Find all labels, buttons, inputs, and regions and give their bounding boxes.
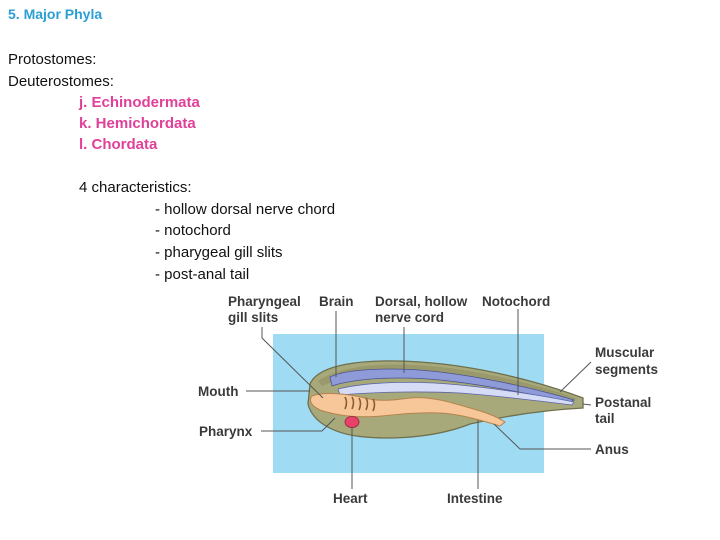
label-brain: Brain xyxy=(319,294,354,309)
heart-organ xyxy=(345,417,359,428)
label-intestine: Intestine xyxy=(447,491,503,506)
label-muscular-segments-line2: segments xyxy=(595,362,658,377)
label-postanal-tail: Postanal xyxy=(595,395,651,410)
label-pharyngeal-gill-slits: Pharyngeal xyxy=(228,294,301,309)
label-pharynx: Pharynx xyxy=(199,424,253,439)
label-mouth: Mouth xyxy=(198,384,238,399)
label-dorsal-nerve-cord: Dorsal, hollow xyxy=(375,294,468,309)
label-notochord: Notochord xyxy=(482,294,550,309)
label-heart: Heart xyxy=(333,491,368,506)
label-pharyngeal-gill-slits-line2: gill slits xyxy=(228,310,278,325)
label-postanal-tail-line2: tail xyxy=(595,411,615,426)
label-muscular-segments: Muscular xyxy=(595,345,655,360)
label-anus: Anus xyxy=(595,442,629,457)
label-dorsal-nerve-cord-line2: nerve cord xyxy=(375,310,444,325)
